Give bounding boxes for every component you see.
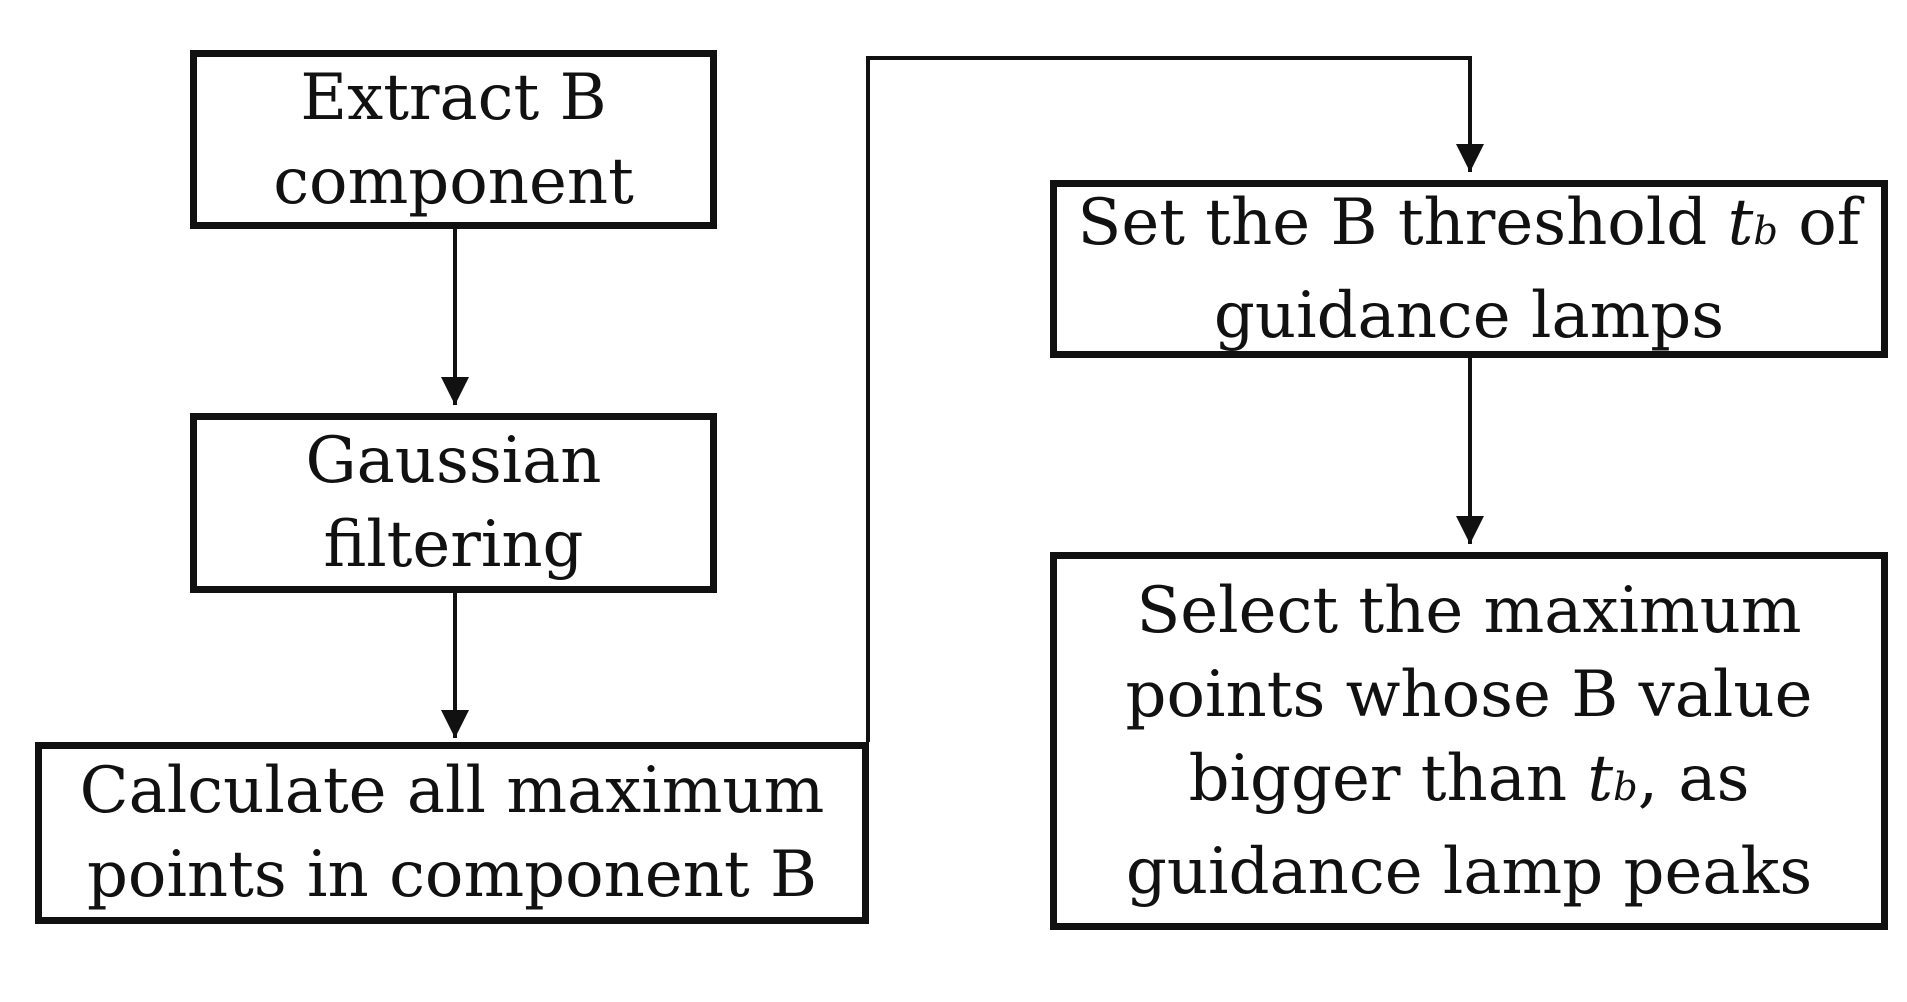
node-text: Select the maximum	[1136, 573, 1802, 648]
node-text: of	[1798, 185, 1861, 260]
node-select-maximum-points: Select the maximum points whose B value …	[1050, 552, 1888, 930]
node-gaussian-filtering: Gaussian filtering	[190, 413, 717, 593]
node-text: Extract B	[300, 60, 607, 135]
node-set-b-threshold: Set the B threshold tb of guidance lamps	[1050, 180, 1888, 358]
node-text: points whose B value	[1125, 657, 1813, 732]
threshold-subscript: b	[1613, 764, 1638, 810]
node-text: component	[273, 144, 634, 219]
node-text: Calculate all maximum	[79, 754, 825, 828]
arrow-calculate-to-threshold	[866, 56, 1484, 742]
node-text: bigger than	[1188, 741, 1568, 816]
node-text: Gaussian	[305, 424, 602, 498]
node-text: guidance lamps	[1213, 278, 1725, 353]
node-text-line: bigger than tb, as	[1189, 737, 1750, 830]
threshold-subscript: b	[1753, 208, 1778, 254]
node-text: guidance lamp peaks	[1125, 834, 1813, 909]
node-text: Set the B threshold	[1077, 185, 1708, 260]
node-text: filtering	[323, 508, 584, 582]
node-calculate-maximum-points: Calculate all maximum points in componen…	[35, 742, 869, 924]
threshold-symbol: t	[1587, 741, 1614, 816]
node-text: , as	[1637, 741, 1750, 816]
node-extract-b-component: Extract B component	[190, 50, 717, 229]
node-text-line: Set the B threshold tb of	[1078, 181, 1861, 274]
threshold-symbol: t	[1727, 185, 1754, 260]
node-text: points in component B	[86, 838, 818, 912]
